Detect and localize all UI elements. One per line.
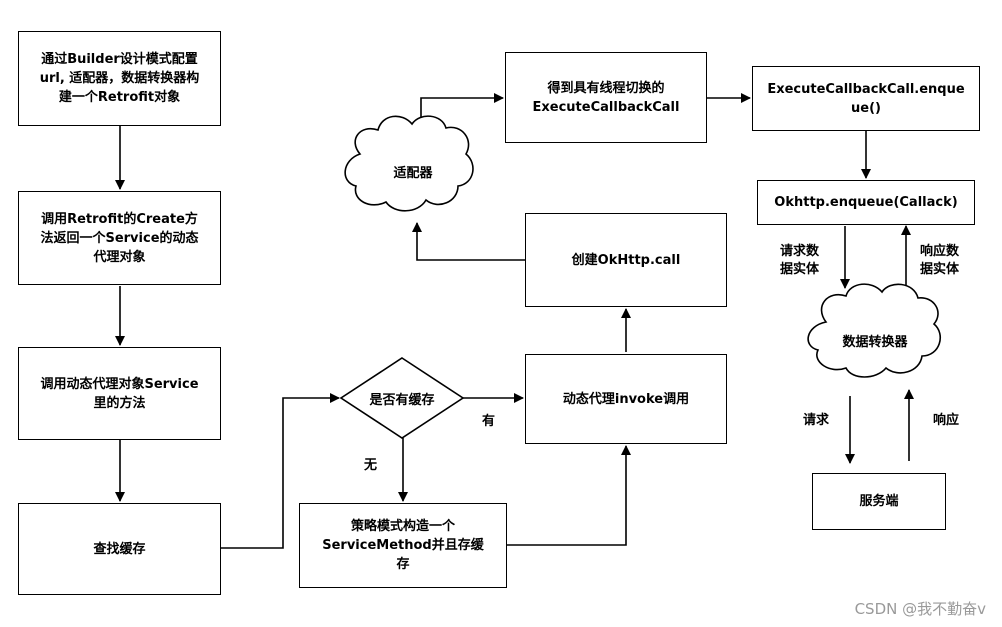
strategy-box: 策略模式构造一个 ServiceMethod并且存缓 存 [299, 503, 507, 588]
server-text: 服务端 [859, 494, 899, 509]
enqueue-box: ExecuteCallbackCall.enque ue() [752, 66, 980, 131]
builder-text: 通过Builder设计模式配置 url, 适配器，数据转换器构 建一个Retro… [39, 52, 200, 105]
response-entity-label: 响应数 据实体 [920, 244, 960, 277]
okhttp-call-box: 创建OkHttp.call [525, 213, 727, 307]
builder-box: 通过Builder设计模式配置 url, 适配器，数据转换器构 建一个Retro… [18, 31, 221, 126]
adapter-text: 适配器 [393, 166, 433, 181]
no-label: 无 [364, 458, 378, 473]
invoke-text: 动态代理invoke调用 [562, 391, 690, 407]
enqueue-text: ExecuteCallbackCall.enque ue() [767, 81, 965, 116]
get-exec-text: 得到具有线程切换的 ExecuteCallbackCall [532, 80, 680, 115]
has-cache-diamond [339, 357, 465, 439]
edge-strategy-to-invoke [507, 445, 631, 546]
okhttp-call-text: 创建OkHttp.call [571, 252, 681, 268]
find-cache-box: 查找缓存 [18, 503, 221, 595]
has-cache-text: 是否有缓存 [369, 393, 435, 408]
request-label: 请求 [803, 413, 830, 428]
yes-label: 有 [482, 414, 496, 429]
edge-adapter-to-getexec [420, 93, 504, 125]
strategy-text: 策略模式构造一个 ServiceMethod并且存缓 存 [322, 519, 484, 572]
okhttp-enqueue-box: Okhttp.enqueue(Callack) [757, 180, 975, 225]
create-text: 调用Retrofit的Create方 法返回一个Service的动态 代理对象 [40, 211, 199, 265]
get-exec-box: 得到具有线程切换的 ExecuteCallbackCall [505, 52, 707, 143]
request-entity-label: 请求数 据实体 [780, 244, 820, 277]
converter-text: 数据转换器 [842, 335, 908, 350]
call-method-text: 调用动态代理对象Service 里的方法 [40, 376, 199, 411]
adapter-cloud [344, 115, 474, 212]
watermark: CSDN @我不勤奋v [854, 600, 986, 618]
server-box: 服务端 [812, 473, 946, 530]
converter-cloud [807, 283, 942, 378]
call-method-box: 调用动态代理对象Service 里的方法 [18, 347, 221, 440]
response-label: 响应 [933, 413, 960, 428]
okhttp-enqueue-text: Okhttp.enqueue(Callack) [774, 195, 958, 210]
edge-okhttpcall-to-adapter [412, 222, 525, 261]
find-cache-text: 查找缓存 [93, 541, 146, 557]
edge-find-to-diamond [221, 393, 340, 549]
invoke-box: 动态代理invoke调用 [525, 354, 727, 444]
create-box: 调用Retrofit的Create方 法返回一个Service的动态 代理对象 [18, 191, 221, 285]
